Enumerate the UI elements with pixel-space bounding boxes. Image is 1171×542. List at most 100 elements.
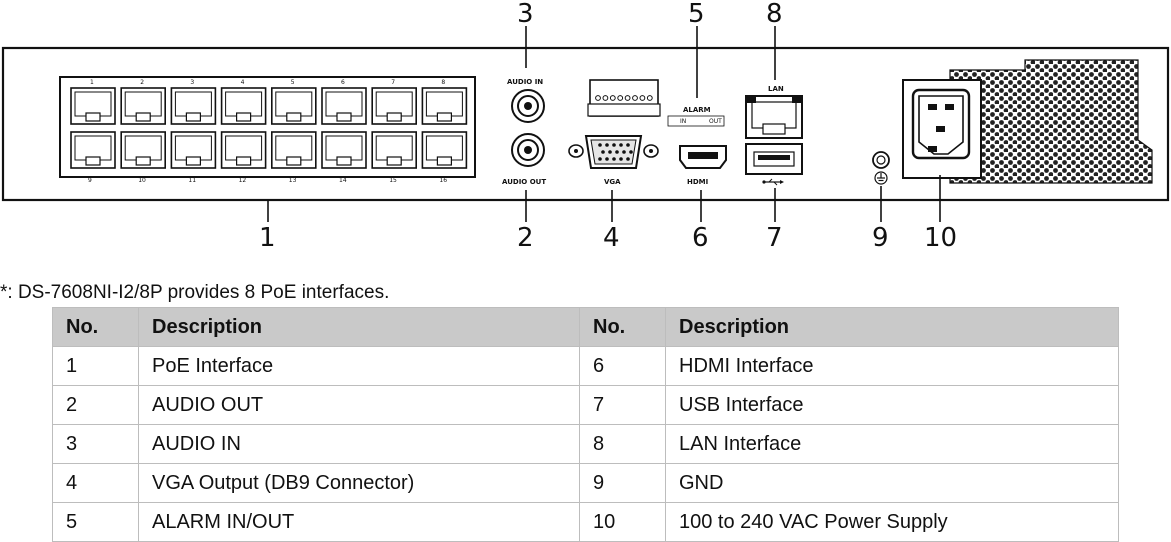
callout-10: 10 [924, 223, 957, 253]
audio-out-jack [511, 133, 545, 167]
poe-port-number: 16 [439, 177, 447, 184]
poe-port-number: 2 [140, 79, 144, 86]
poe-port [421, 87, 468, 125]
callout-8: 8 [766, 0, 783, 29]
poe-port [120, 131, 166, 169]
vga-connector [568, 135, 659, 169]
poe-port-number: 13 [289, 177, 297, 184]
hdmi-port [679, 145, 727, 169]
table-cell-number: 2 [52, 385, 139, 425]
callout-leaders [267, 26, 941, 222]
poe-port [321, 87, 367, 125]
audio-in-label: AUDIO IN [507, 78, 543, 86]
table-cell-number: 8 [579, 424, 666, 464]
audio-out-label: AUDIO OUT [502, 178, 546, 186]
callout-1: 1 [259, 223, 276, 253]
poe-port-number: 1 [90, 79, 94, 86]
poe-port-number: 3 [190, 79, 194, 86]
table-cell-number: 1 [52, 346, 139, 386]
table-cell-description: USB Interface [665, 385, 1119, 425]
callout-7: 7 [766, 223, 783, 253]
table-cell-number: 4 [52, 463, 139, 503]
poe-port-number: 10 [138, 177, 146, 184]
poe-port [321, 131, 367, 169]
callout-3: 3 [517, 0, 534, 29]
callout-5: 5 [688, 0, 705, 29]
vga-label: VGA [604, 178, 621, 186]
alarm-terminal-block [587, 79, 661, 117]
alarm-in-label: IN [680, 118, 686, 125]
lan-label: LAN [768, 85, 784, 93]
poe-port-number: 12 [239, 177, 247, 184]
poe-port [170, 87, 217, 125]
table-cell-description: GND [665, 463, 1119, 503]
power-socket [902, 79, 982, 179]
poe-port-number: 15 [389, 177, 397, 184]
usb-port [745, 143, 803, 175]
table-cell-description: HDMI Interface [665, 346, 1119, 386]
table-cell-number: 6 [579, 346, 666, 386]
poe-port [270, 87, 317, 125]
poe-port [270, 131, 317, 169]
poe-port [170, 131, 217, 169]
alarm-label: ALARM [683, 106, 711, 114]
table-cell-number: 10 [579, 502, 666, 542]
poe-port-number: 6 [341, 79, 345, 86]
poe-port-number: 7 [391, 79, 395, 86]
table-cell-description: ALARM IN/OUT [138, 502, 580, 542]
poe-port [220, 131, 267, 169]
callout-4: 4 [603, 223, 620, 253]
vent-grille [949, 59, 1153, 184]
ground-icon [874, 171, 888, 185]
header-description-left: Description [138, 307, 580, 347]
callout-9: 9 [872, 223, 889, 253]
table-cell-description: VGA Output (DB9 Connector) [138, 463, 580, 503]
poe-top-numbers: 1 2 3 4 5 6 7 8 [90, 79, 445, 86]
poe-port [120, 87, 166, 125]
poe-port [70, 131, 116, 169]
poe-port [371, 131, 418, 169]
table-cell-number: 9 [579, 463, 666, 503]
poe-port [421, 131, 468, 169]
table-header-row: No. Description No. Description [52, 307, 1119, 347]
poe-port [220, 87, 267, 125]
footnote: *: DS-7608NI-I2/8P provides 8 PoE interf… [0, 282, 390, 303]
table-cell-description: PoE Interface [138, 346, 580, 386]
poe-port-number: 4 [241, 79, 245, 86]
header-no-right: No. [579, 307, 666, 347]
poe-port [70, 87, 116, 125]
table-cell-description: AUDIO OUT [138, 385, 580, 425]
usb-icon [762, 178, 784, 186]
table-cell-description: LAN Interface [665, 424, 1119, 464]
callout-6: 6 [692, 223, 709, 253]
alarm-out-label: OUT [709, 118, 722, 125]
table-cell-description: 100 to 240 VAC Power Supply [665, 502, 1119, 542]
poe-port-number: 14 [339, 177, 347, 184]
poe-port-number: 9 [88, 177, 92, 184]
header-no-left: No. [52, 307, 139, 347]
table-cell-number: 5 [52, 502, 139, 542]
callout-2: 2 [517, 223, 534, 253]
table-cell-number: 3 [52, 424, 139, 464]
header-description-right: Description [665, 307, 1119, 347]
poe-port [371, 87, 418, 125]
audio-in-jack [511, 89, 545, 123]
table-cell-description: AUDIO IN [138, 424, 580, 464]
poe-port-number: 11 [188, 177, 196, 184]
poe-port-number: 8 [441, 79, 445, 86]
ground-screw [872, 151, 890, 169]
poe-port-number: 5 [291, 79, 295, 86]
hdmi-label: HDMI [687, 178, 708, 186]
table-cell-number: 7 [579, 385, 666, 425]
poe-bottom-numbers: 9 10 11 12 13 14 15 16 [88, 177, 447, 184]
lan-port [745, 95, 803, 139]
